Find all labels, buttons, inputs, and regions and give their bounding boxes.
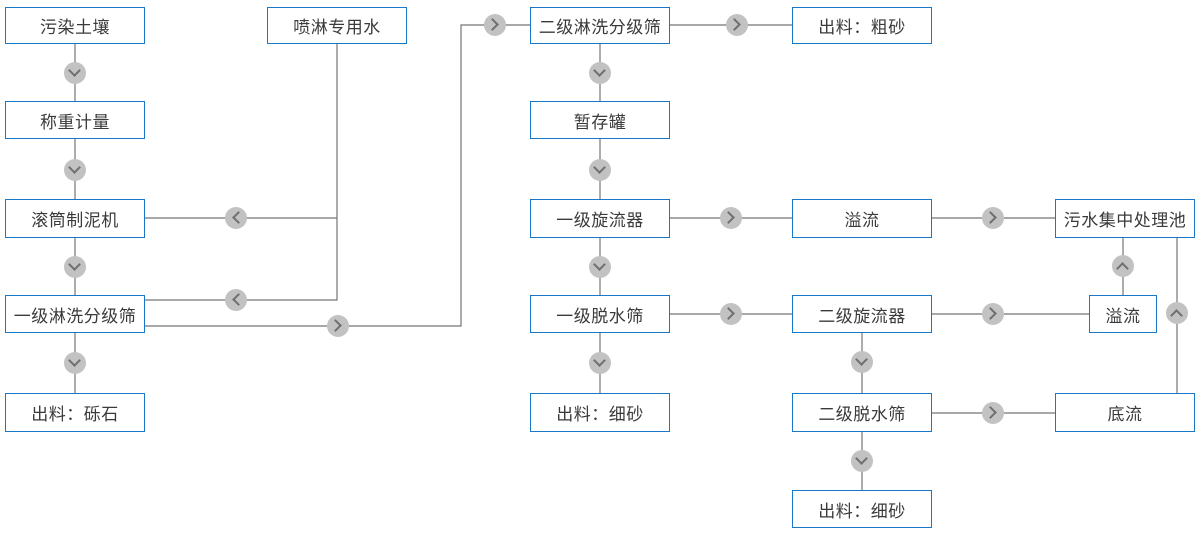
edge-endpoint-arrow-down-icon[interactable] — [64, 256, 86, 278]
edge-endpoint-arrow-down-icon[interactable] — [589, 352, 611, 374]
node-output-fine-sand-1[interactable]: 出料：细砂 — [530, 393, 670, 432]
edge-endpoint-arrow-right-icon[interactable] — [982, 303, 1004, 325]
node-drum-mud-maker[interactable]: 滚筒制泥机 — [5, 199, 145, 238]
node-overflow-1[interactable]: 溢流 — [792, 199, 932, 238]
edge-endpoint-arrow-left-icon[interactable] — [225, 289, 247, 311]
edge-endpoint-arrow-right-icon[interactable] — [726, 14, 748, 36]
node-primary-dewater-screen[interactable]: 一级脱水筛 — [530, 295, 670, 333]
node-overflow-2[interactable]: 溢流 — [1089, 295, 1157, 333]
edge-endpoint-arrow-right-icon[interactable] — [720, 207, 742, 229]
edge-endpoint-arrow-right-icon[interactable] — [720, 303, 742, 325]
node-secondary-cyclone[interactable]: 二级旋流器 — [792, 295, 932, 333]
edge-endpoint-arrow-down-icon[interactable] — [64, 159, 86, 181]
node-primary-cyclone[interactable]: 一级旋流器 — [530, 199, 670, 238]
edge-spray-to-wash-screen1 — [145, 44, 338, 301]
node-output-fine-sand-2[interactable]: 出料：细砂 — [792, 490, 932, 528]
edge-endpoint-arrow-down-icon[interactable] — [851, 351, 873, 373]
node-secondary-dewater-screen[interactable]: 二级脱水筛 — [792, 393, 932, 432]
node-weighing[interactable]: 称重计量 — [5, 101, 145, 139]
node-output-gravel[interactable]: 出料：砾石 — [5, 393, 145, 432]
node-output-coarse-sand[interactable]: 出料：粗砂 — [792, 7, 932, 44]
node-contaminated-soil[interactable]: 污染土壤 — [5, 7, 145, 44]
node-spray-water[interactable]: 喷淋专用水 — [267, 7, 407, 44]
edge-endpoint-arrow-right-icon[interactable] — [484, 14, 506, 36]
edge-endpoint-arrow-right-icon[interactable] — [982, 207, 1004, 229]
edge-endpoint-arrow-down-icon[interactable] — [589, 159, 611, 181]
edge-endpoint-arrow-down-icon[interactable] — [851, 450, 873, 472]
edge-endpoint-arrow-right-icon[interactable] — [327, 315, 349, 337]
edge-endpoint-arrow-up-icon[interactable] — [1112, 255, 1134, 277]
node-storage-tank[interactable]: 暂存罐 — [530, 101, 670, 139]
node-secondary-wash-screen[interactable]: 二级淋洗分级筛 — [530, 7, 670, 44]
node-sewage-pool[interactable]: 污水集中处理池 — [1055, 199, 1195, 238]
edge-endpoint-arrow-down-icon[interactable] — [64, 62, 86, 84]
edge-endpoint-arrow-down-icon[interactable] — [64, 352, 86, 374]
edge-endpoint-arrow-down-icon[interactable] — [589, 256, 611, 278]
edge-endpoint-arrow-left-icon[interactable] — [225, 207, 247, 229]
node-primary-wash-screen[interactable]: 一级淋洗分级筛 — [5, 295, 145, 333]
edge-endpoint-arrow-up-icon[interactable] — [1166, 302, 1188, 324]
edge-endpoint-arrow-right-icon[interactable] — [982, 402, 1004, 424]
edge-endpoint-arrow-down-icon[interactable] — [589, 62, 611, 84]
node-underflow[interactable]: 底流 — [1055, 393, 1195, 432]
